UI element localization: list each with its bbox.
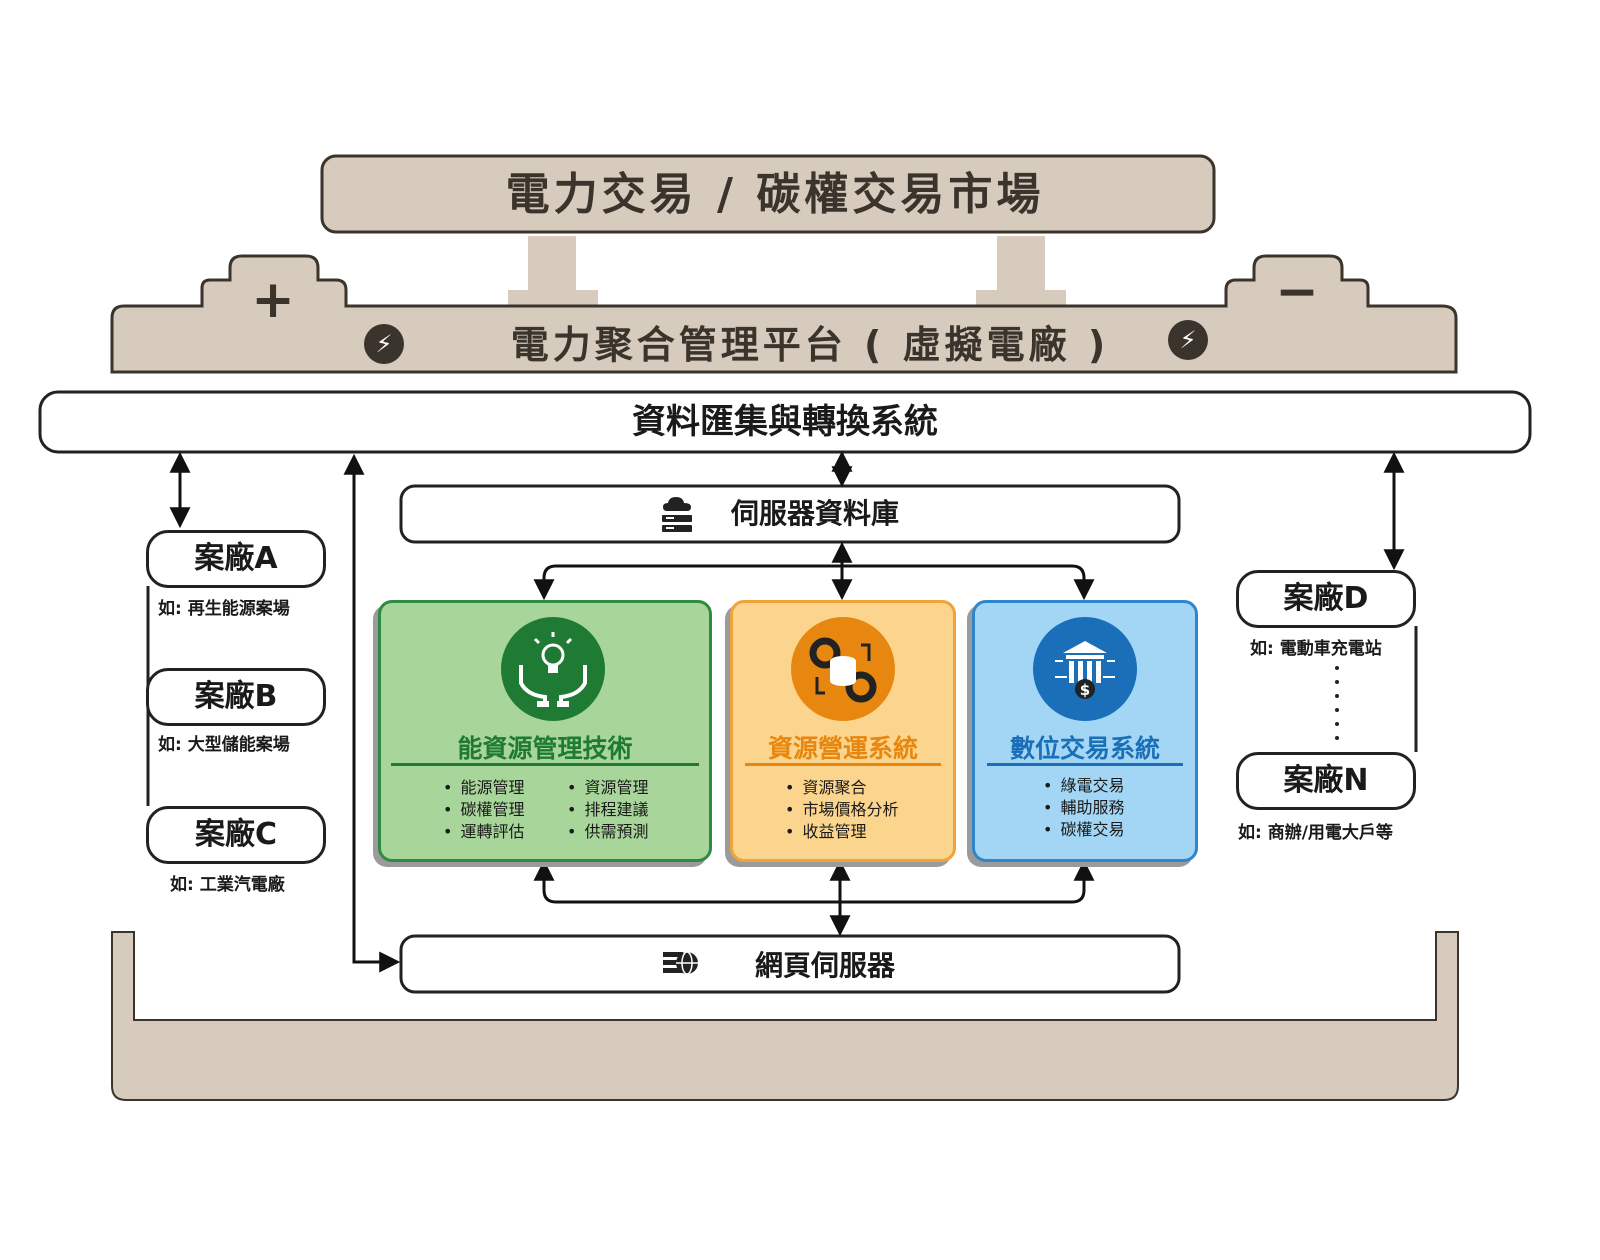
site-a-note: 如: 再生能源案場: [158, 599, 290, 619]
trade-item: 碳權交易: [1043, 819, 1124, 841]
cloud-server-icon: [660, 494, 694, 534]
arrow-cards-web-bottom: [533, 859, 1095, 904]
market-connector-left-base: [508, 290, 598, 306]
ellipsis-dot: [1335, 708, 1339, 712]
platform-title: 電力聚合管理平台 ( 虛擬電廠 ): [510, 323, 1110, 367]
energy-item: 運轉評估: [443, 821, 524, 843]
db-server-label: 伺服器資料庫: [730, 497, 899, 530]
bank-dollar-icon: $: [1033, 617, 1137, 721]
web-server-box: [399, 934, 1181, 994]
energy-item: 資源管理: [567, 777, 648, 799]
db-server-box: [399, 484, 1181, 544]
site-b-note: 如: 大型儲能案場: [158, 735, 290, 755]
market-box: [320, 154, 1216, 234]
market-connector-left: [528, 236, 576, 292]
gears-database-icon: [791, 617, 895, 721]
trade-item: 輔助服務: [1043, 797, 1124, 819]
energy-card-divider: [391, 763, 699, 766]
arrow-data-bar-web-server: [343, 453, 401, 973]
ellipsis-dot: [1335, 736, 1339, 740]
energy-item: 能源管理: [443, 777, 524, 799]
ellipsis-dot: [1335, 680, 1339, 684]
platform-battery-shape: [110, 254, 1458, 374]
energy-card-title: 能資源管理技術: [457, 734, 633, 763]
site-d-box: 案廠D: [1236, 570, 1416, 628]
site-n-box: 案廠N: [1236, 752, 1416, 810]
trade-card-title: 數位交易系統: [1009, 734, 1160, 763]
site-d-note: 如: 電動車充電站: [1250, 639, 1382, 659]
arrow-db-energy-trade: [533, 564, 1095, 601]
energy-card: 能資源管理技術 能源管理 碳權管理 運轉評估 資源管理 排程建議 供需預測: [378, 600, 712, 862]
globe-server-icon: [662, 946, 700, 982]
trade-card-divider: [987, 763, 1183, 766]
site-a-box: 案廠A: [146, 530, 326, 588]
lightning-right-icon: ⚡: [1168, 320, 1208, 360]
energy-item: 排程建議: [567, 799, 648, 821]
plus-sign: +: [251, 270, 295, 330]
ellipsis-dot: [1335, 666, 1339, 670]
ops-item: 市場價格分析: [785, 799, 898, 821]
ellipsis-dot: [1335, 694, 1339, 698]
ellipsis-dot: [1335, 722, 1339, 726]
data-bar-box: [38, 390, 1532, 454]
site-n-note: 如: 商辦/用電大戶等: [1238, 823, 1393, 843]
ops-card: 資源營運系統 資源聚合 市場價格分析 收益管理: [730, 600, 956, 862]
minus-sign: −: [1275, 262, 1319, 322]
market-connector-right: [997, 236, 1045, 292]
svg-text:$: $: [1080, 681, 1090, 699]
energy-item: 供需預測: [567, 821, 648, 843]
ops-card-title: 資源營運系統: [767, 734, 918, 763]
bottom-tray-shape: [111, 931, 1459, 1101]
lightning-left-icon: ⚡: [364, 324, 404, 364]
trade-item: 綠電交易: [1043, 775, 1124, 797]
ops-item: 收益管理: [785, 821, 866, 843]
hands-lightbulb-icon: [501, 617, 605, 721]
energy-item: 碳權管理: [443, 799, 524, 821]
ops-item: 資源聚合: [785, 777, 866, 799]
trade-card: $ 數位交易系統 綠電交易 輔助服務 碳權交易: [972, 600, 1198, 862]
market-title: 電力交易 / 碳權交易市場: [505, 169, 1045, 220]
ops-card-divider: [745, 763, 941, 766]
site-b-box: 案廠B: [146, 668, 326, 726]
data-bar-label: 資料匯集與轉換系統: [632, 402, 938, 442]
market-connector-right-base: [976, 290, 1066, 306]
site-c-box: 案廠C: [146, 806, 326, 864]
site-c-note: 如: 工業汽電廠: [170, 875, 285, 895]
web-server-label: 網頁伺服器: [754, 949, 895, 982]
